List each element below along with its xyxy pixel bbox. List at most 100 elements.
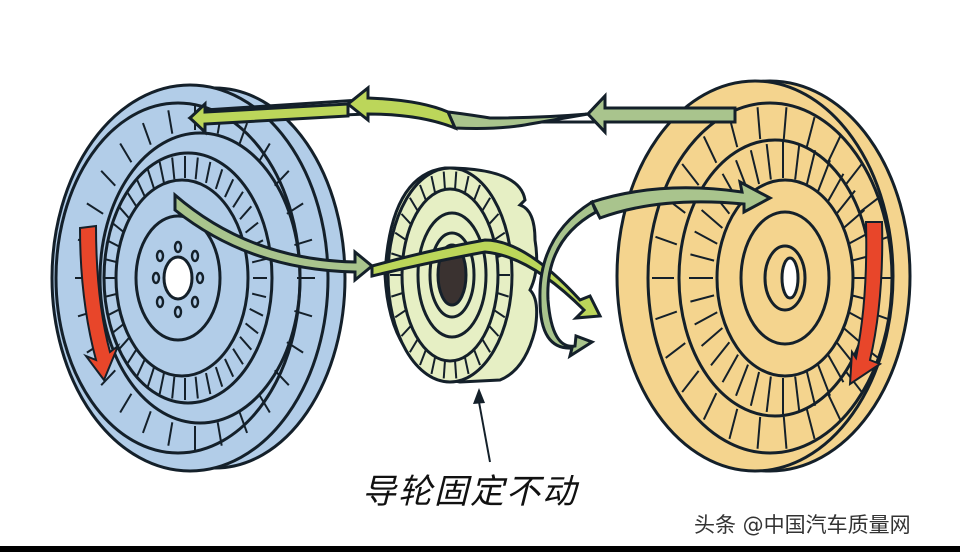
vane-line — [481, 338, 492, 353]
vane-line — [493, 309, 506, 319]
vane-line — [430, 175, 437, 194]
vane-line — [171, 157, 176, 180]
vane-line — [665, 342, 686, 359]
stator-wheel — [383, 166, 539, 384]
vane-line — [106, 239, 121, 248]
vane-line — [488, 213, 500, 226]
turbine-wheel — [615, 79, 912, 473]
vane-line — [400, 213, 412, 226]
vane-line — [805, 408, 816, 440]
vane-line — [194, 376, 199, 399]
vane-line — [805, 116, 816, 148]
vane-line — [496, 291, 509, 298]
vane-line — [655, 310, 678, 321]
vane-line — [103, 257, 119, 264]
vane-line — [408, 338, 419, 353]
vane-line — [135, 178, 146, 198]
source-watermark: 头条 @中国汽车质量网 — [694, 513, 911, 537]
vane-line — [493, 231, 506, 241]
vane-line — [244, 322, 259, 335]
vane-line — [488, 324, 500, 337]
turbine-entry-flow-arrow-icon — [589, 179, 774, 220]
vane-line — [286, 341, 304, 354]
vane-line — [238, 411, 249, 434]
vane-line — [106, 308, 121, 317]
stator-callout-pointer — [473, 388, 491, 463]
vane-line — [826, 392, 842, 420]
vane-line — [251, 257, 267, 264]
vane-line — [394, 231, 407, 241]
vane-line — [690, 294, 715, 303]
vane-line — [694, 311, 718, 326]
vane-line — [135, 358, 146, 378]
vane-line — [391, 291, 404, 298]
vane-line — [111, 322, 126, 335]
vane-line — [167, 110, 174, 134]
vane-line — [214, 168, 224, 190]
vane-line — [690, 253, 715, 262]
vane-line — [257, 143, 271, 163]
vane-line — [694, 230, 718, 245]
vane-line — [100, 170, 116, 187]
vane-line — [294, 309, 313, 318]
vane-line — [232, 191, 244, 208]
vane-line — [765, 376, 772, 413]
vane-line — [700, 327, 724, 347]
vane-line — [126, 191, 138, 208]
vane-line — [681, 370, 700, 393]
vane-line — [702, 136, 718, 164]
stator-vanes — [390, 171, 510, 379]
bottom-border — [0, 546, 960, 552]
vane-line — [408, 197, 419, 212]
vane-line — [111, 221, 126, 234]
vane-line — [817, 364, 831, 397]
vane-line — [735, 364, 749, 397]
stator-through-flow-arrow-icon — [370, 238, 603, 320]
vane-line — [232, 348, 244, 365]
vane-line — [244, 221, 259, 234]
vane-line — [419, 349, 427, 366]
vane-line — [473, 349, 481, 366]
vane-line — [146, 168, 156, 190]
vane-line — [700, 209, 724, 229]
vane-line — [430, 356, 437, 375]
vane-line — [794, 143, 801, 180]
vane-line — [826, 136, 842, 164]
flow-arrows — [173, 84, 774, 360]
turbine-rotation-arrow-icon — [848, 221, 884, 386]
stator-loop-flow-arrow-icon — [538, 199, 598, 360]
vane-line — [463, 175, 470, 194]
vane-line — [117, 205, 131, 220]
vane-line — [442, 360, 446, 379]
stator-stationary-caption: 导轮固定不动 — [362, 472, 578, 512]
vane-line — [827, 354, 845, 383]
vane-line — [224, 358, 235, 378]
vane-line — [251, 292, 267, 299]
vane-line — [100, 369, 116, 386]
vane-line — [214, 366, 224, 388]
vane-line — [194, 157, 199, 180]
vane-line — [205, 161, 212, 184]
vane-line — [702, 392, 718, 420]
vane-line — [749, 371, 761, 407]
vane-line — [765, 143, 772, 180]
vane-line — [117, 336, 131, 351]
vane-line — [141, 411, 152, 434]
vane-line — [681, 163, 700, 186]
pump-rotation-arrow-icon — [78, 224, 121, 383]
vane-line — [835, 189, 856, 215]
vane-line — [844, 163, 863, 186]
vane-line — [257, 393, 271, 413]
vane-line — [827, 173, 845, 202]
vane-line — [756, 107, 762, 140]
vane-line — [728, 408, 739, 440]
vane-line — [239, 336, 253, 351]
vane-line — [274, 369, 290, 386]
vane-line — [249, 308, 264, 317]
vane-line — [817, 159, 831, 192]
vane-line — [171, 376, 176, 399]
vane-line — [167, 422, 174, 446]
vane-line — [721, 354, 739, 383]
vane-line — [239, 205, 253, 220]
